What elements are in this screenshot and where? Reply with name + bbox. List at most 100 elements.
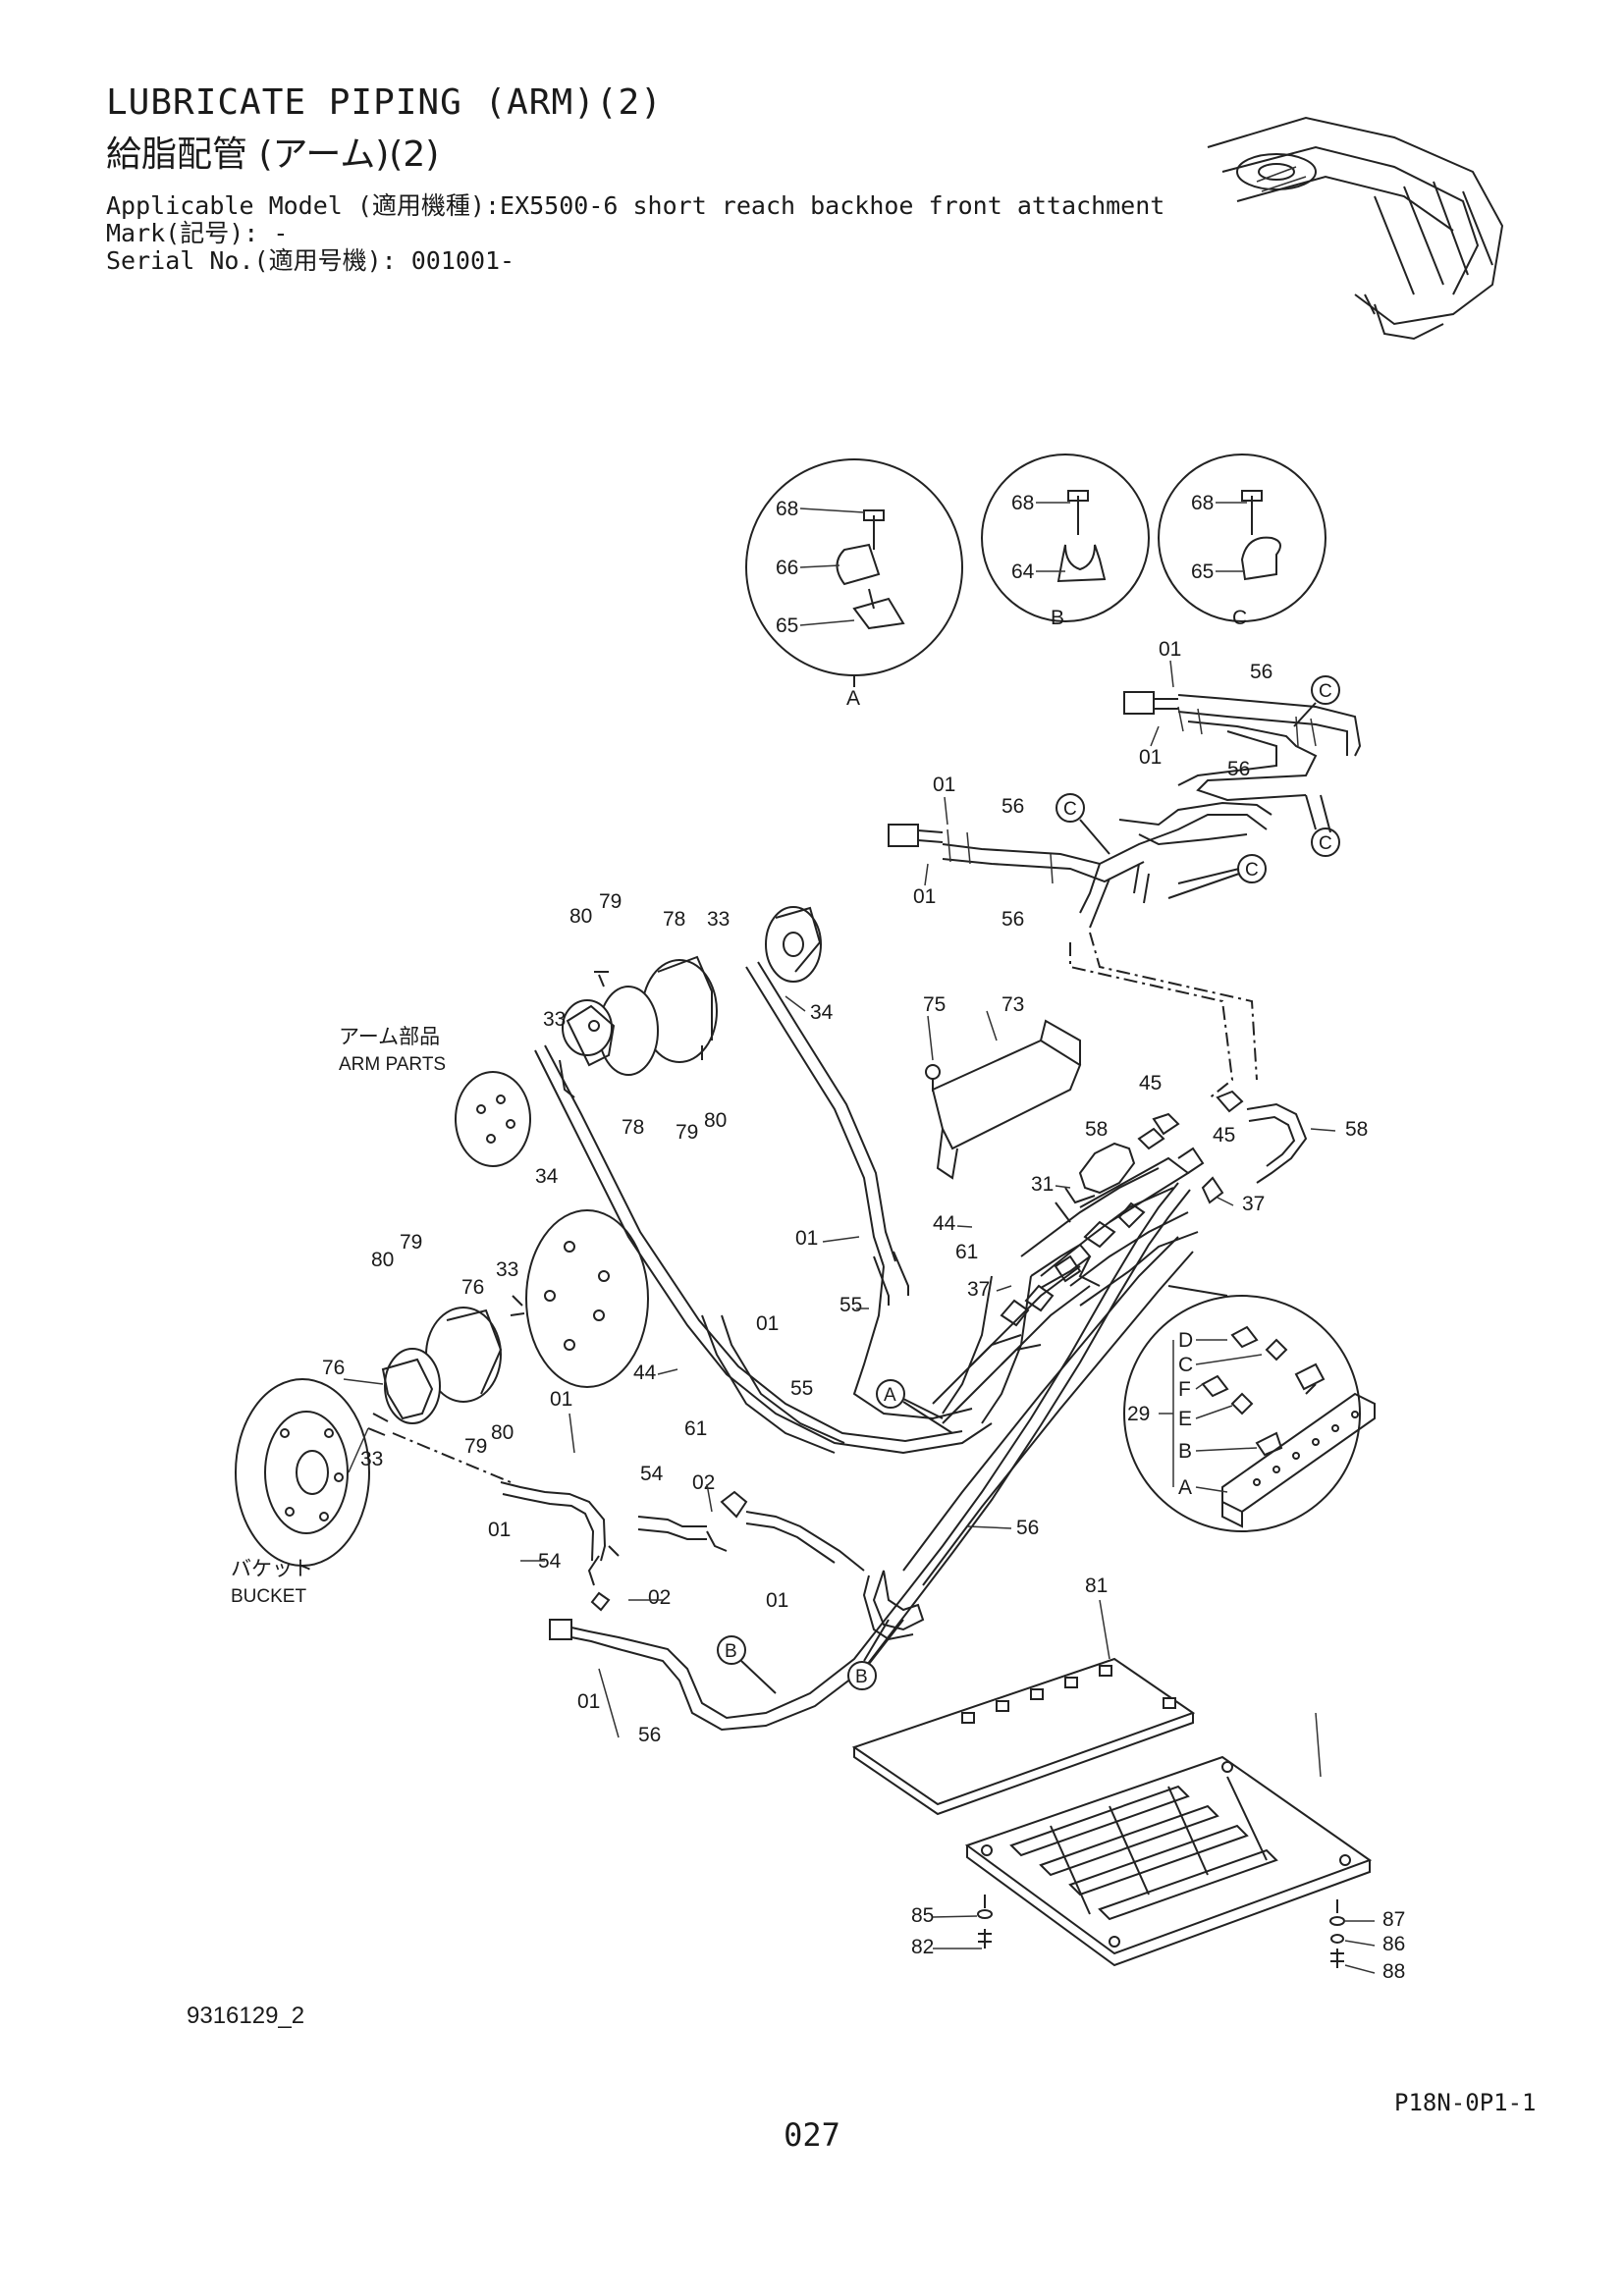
routing-line	[1069, 932, 1258, 1100]
callout-54: 54	[640, 1463, 664, 1485]
manifold-port-d: D	[1178, 1329, 1193, 1352]
callout-73: 75	[923, 993, 946, 1016]
callout-33: 33	[707, 908, 730, 931]
upper-hose-assembly	[888, 691, 1362, 929]
callout-44: 44	[933, 1212, 956, 1235]
detail-a-part-3: 65	[776, 614, 798, 637]
callout-44: 44	[633, 1362, 657, 1384]
callout-33: 33	[543, 1008, 566, 1031]
title-japanese: 給脂配管 (アーム)(2)	[106, 134, 440, 175]
callout-79: 80	[704, 1109, 727, 1132]
callout-37: 37	[1242, 1193, 1265, 1215]
callout-01: 01	[933, 774, 955, 796]
figure-number: 9316129_2	[187, 2002, 305, 2029]
applicable-model-label: Applicable Model (適用機種):	[106, 191, 501, 220]
svg-text:A: A	[884, 1385, 896, 1406]
callout-82: 85	[911, 1904, 934, 1927]
section-markers: C C C C A B B	[717, 675, 1340, 1694]
frame-plate-88	[964, 1712, 1373, 1967]
callout-01: 01	[913, 885, 936, 908]
callout-29: 29	[1127, 1403, 1150, 1425]
callout-01: 01	[1159, 638, 1181, 661]
arm-thumbnail	[1207, 116, 1504, 341]
callout-78: 79	[599, 890, 622, 913]
callout-56: 56	[638, 1724, 661, 1746]
callout-02: 02	[648, 1586, 671, 1609]
serial-line: Serial No.(適用号機): 001001-	[106, 241, 514, 277]
mark-label: Mark(記号):	[106, 219, 259, 247]
callout-37: 37	[967, 1278, 990, 1301]
callout-78: 79	[464, 1435, 487, 1458]
callout-01: 01	[577, 1690, 600, 1713]
callout-01: 01	[766, 1589, 788, 1612]
detail-c-part-2: 65	[1191, 561, 1214, 583]
detail-a-letter: A	[846, 687, 860, 710]
callout-61: 61	[955, 1241, 978, 1263]
callout-33: 33	[496, 1258, 518, 1281]
callout-56: 56	[1001, 908, 1024, 931]
manifold-port-a: A	[1178, 1476, 1192, 1499]
cover-plate-80	[851, 1599, 1196, 1816]
sheet-code: P18N-0P1-1	[1394, 2089, 1537, 2116]
manifold-port-b: B	[1178, 1440, 1192, 1463]
arm-parts-label-jp: アーム部品	[339, 1026, 440, 1048]
callout-56: 56	[1016, 1517, 1039, 1539]
callout-76: 78	[622, 1116, 644, 1139]
callout-85: 86	[1382, 1933, 1405, 1955]
detail-a: 68 66 65 A	[745, 458, 963, 710]
svg-text:C: C	[1319, 833, 1332, 854]
detail-b: 68 64 B	[981, 454, 1150, 629]
bucket-label-jp: バケット	[231, 1558, 313, 1580]
callout-31: 31	[1031, 1173, 1054, 1196]
callout-79: 80	[371, 1249, 394, 1271]
callout-54: 54	[538, 1550, 562, 1573]
applicable-model-line: Applicable Model (適用機種):EX5500-6 short r…	[106, 187, 1164, 222]
svg-text:C: C	[1063, 799, 1077, 820]
callout-78: 79	[400, 1231, 422, 1254]
callout-55: 55	[839, 1294, 862, 1316]
svg-text:C: C	[1245, 860, 1259, 881]
callout-01: 01	[1139, 746, 1162, 769]
callout-81: 82	[911, 1936, 934, 1958]
hardware-bottom	[977, 1895, 1345, 1968]
callout-56: 56	[1250, 661, 1272, 683]
callout-01: 01	[795, 1227, 818, 1250]
callout-45: 45	[1213, 1124, 1235, 1147]
bucket-label-en: BUCKET	[231, 1586, 306, 1607]
manifold-detail: D C F E B A 29	[1123, 1285, 1376, 1532]
callout-75: 76	[322, 1357, 345, 1379]
callout-01: 01	[550, 1388, 572, 1411]
manifold-port-c: C	[1178, 1354, 1193, 1376]
title-english: LUBRICATE PIPING (ARM)(2)	[106, 82, 663, 123]
callout-34: 34	[535, 1165, 559, 1188]
callout-01: 01	[756, 1312, 779, 1335]
callout-58: 58	[1085, 1118, 1108, 1141]
right-fittings	[1030, 1090, 1308, 1289]
detail-c: 68 65 C	[1158, 454, 1326, 629]
serial-value: 001001-	[410, 246, 515, 275]
detail-c-letter: C	[1232, 607, 1247, 629]
callout-56: 56	[1001, 795, 1024, 818]
mark-line: Mark(記号): -	[106, 214, 288, 249]
detail-a-part-1: 68	[776, 498, 798, 520]
callout-02: 02	[692, 1471, 715, 1494]
callout-58: 58	[1345, 1118, 1368, 1141]
bracket-70	[925, 1019, 1082, 1180]
callout-34: 34	[810, 1001, 834, 1024]
callout-78: 79	[676, 1121, 698, 1144]
callout-01: 01	[488, 1519, 511, 1541]
svg-text:B: B	[725, 1641, 737, 1662]
detail-b-letter: B	[1051, 607, 1064, 629]
callout-75: 76	[461, 1276, 484, 1299]
manifold-port-e: E	[1178, 1408, 1192, 1430]
arm-parts-label-en: ARM PARTS	[339, 1054, 446, 1075]
callout-79: 80	[491, 1421, 514, 1444]
callout-87: 88	[1382, 1960, 1405, 1983]
detail-a-part-2: 66	[776, 557, 798, 579]
applicable-model-value: EX5500-6 short reach backhoe front attac…	[500, 191, 1165, 220]
callout-70: 73	[1001, 993, 1024, 1016]
detail-b-part-1: 68	[1011, 492, 1034, 514]
callout-80: 81	[1085, 1575, 1108, 1597]
callout-79: 80	[569, 905, 592, 928]
